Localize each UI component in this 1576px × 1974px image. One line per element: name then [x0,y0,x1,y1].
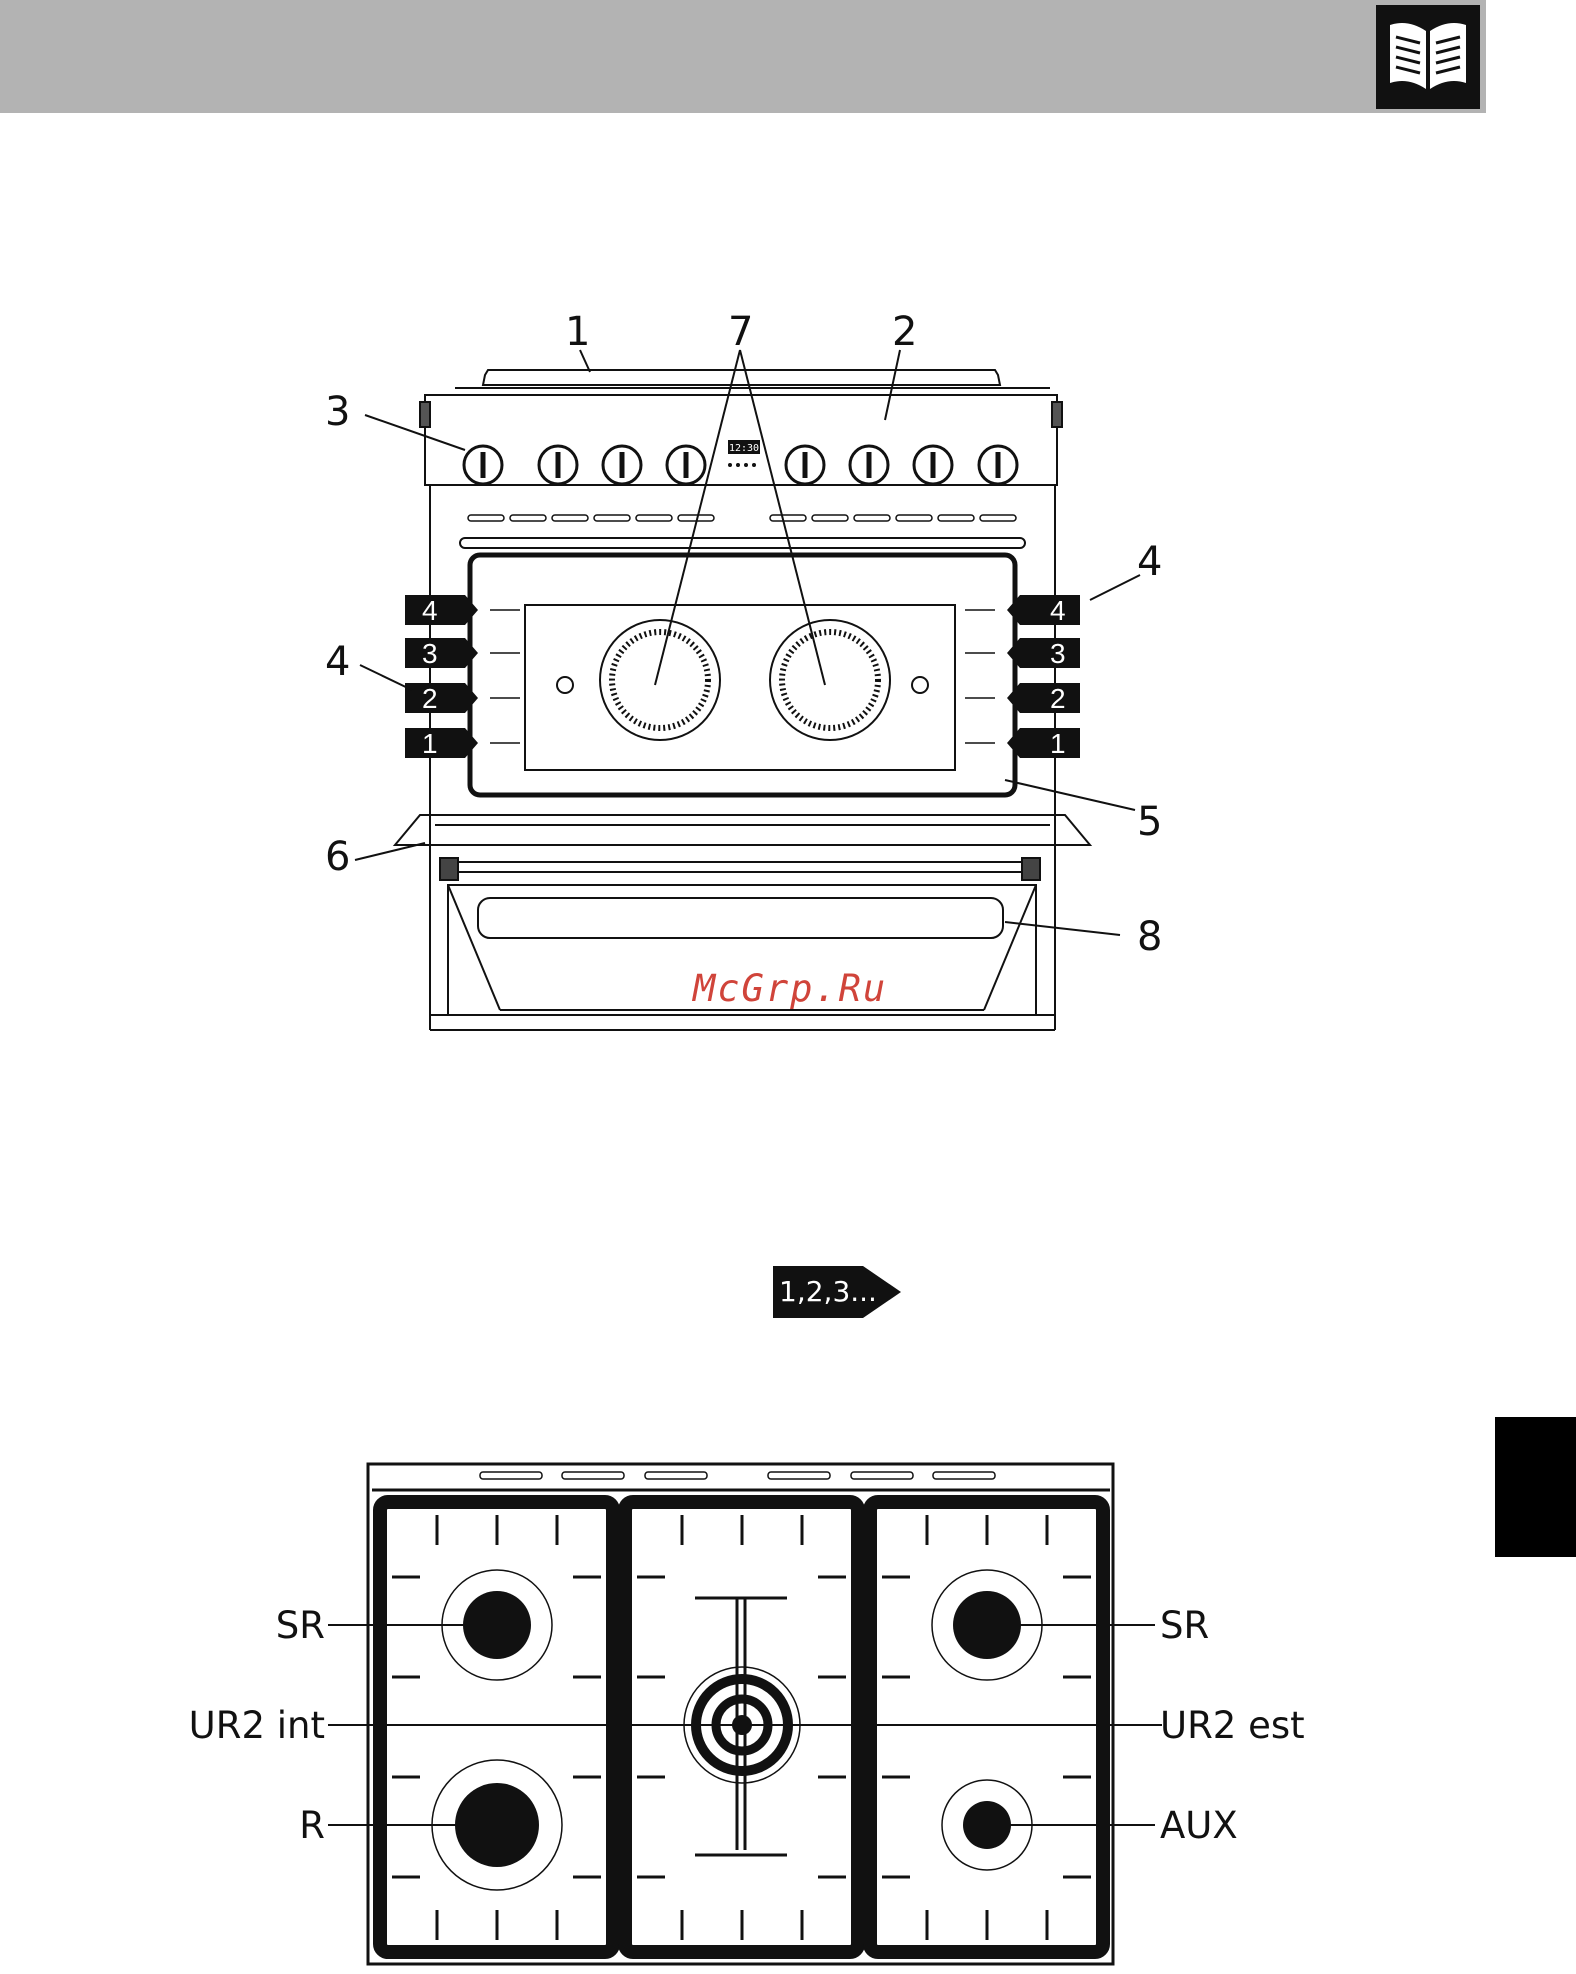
shelf-tags-left: 4 3 2 1 [405,595,478,759]
callout-8: 8 [1137,914,1162,960]
shelf-label-right-2: 2 [1050,683,1066,714]
label-sr-left: SR [276,1604,325,1647]
clock-time: 12:30 [729,443,759,454]
callout-2: 2 [892,309,917,355]
label-aux: AUX [1160,1804,1238,1847]
hob-top-diagram: SR UR2 int R SR UR2 est AUX [180,1450,1310,1970]
shelf-tags-right: 4 3 2 1 [1007,595,1080,759]
shelf-label-right-3: 3 [1050,638,1066,669]
shelf-label-left-4: 4 [422,595,438,626]
header-bar [0,0,1486,113]
callout-3: 3 [325,389,350,435]
callout-4-right: 4 [1137,539,1162,585]
label-ur2-est: UR2 est [1160,1704,1305,1747]
label-sr-right: SR [1160,1604,1209,1647]
callout-4-left: 4 [325,639,350,685]
shelf-label-left-2: 2 [422,683,438,714]
watermark: McGrp.Ru [693,967,887,1010]
callout-5: 5 [1137,799,1162,845]
open-book-icon [1376,5,1480,109]
label-ur2-int: UR2 int [189,1704,325,1747]
shelf-label-right-1: 1 [1050,728,1066,759]
sequence-badge-text: 1,2,3... [773,1266,883,1318]
callout-6: 6 [325,834,350,880]
oven-front-diagram: 12:30 4 3 2 1 4 3 2 1 1 7 [300,290,1200,1060]
shelf-label-left-3: 3 [422,638,438,669]
shelf-label-right-4: 4 [1050,595,1066,626]
label-r: R [299,1804,325,1847]
section-side-tab [1495,1417,1576,1557]
shelf-label-left-1: 1 [422,728,438,759]
callout-1: 1 [565,309,590,355]
callout-7: 7 [728,309,753,355]
